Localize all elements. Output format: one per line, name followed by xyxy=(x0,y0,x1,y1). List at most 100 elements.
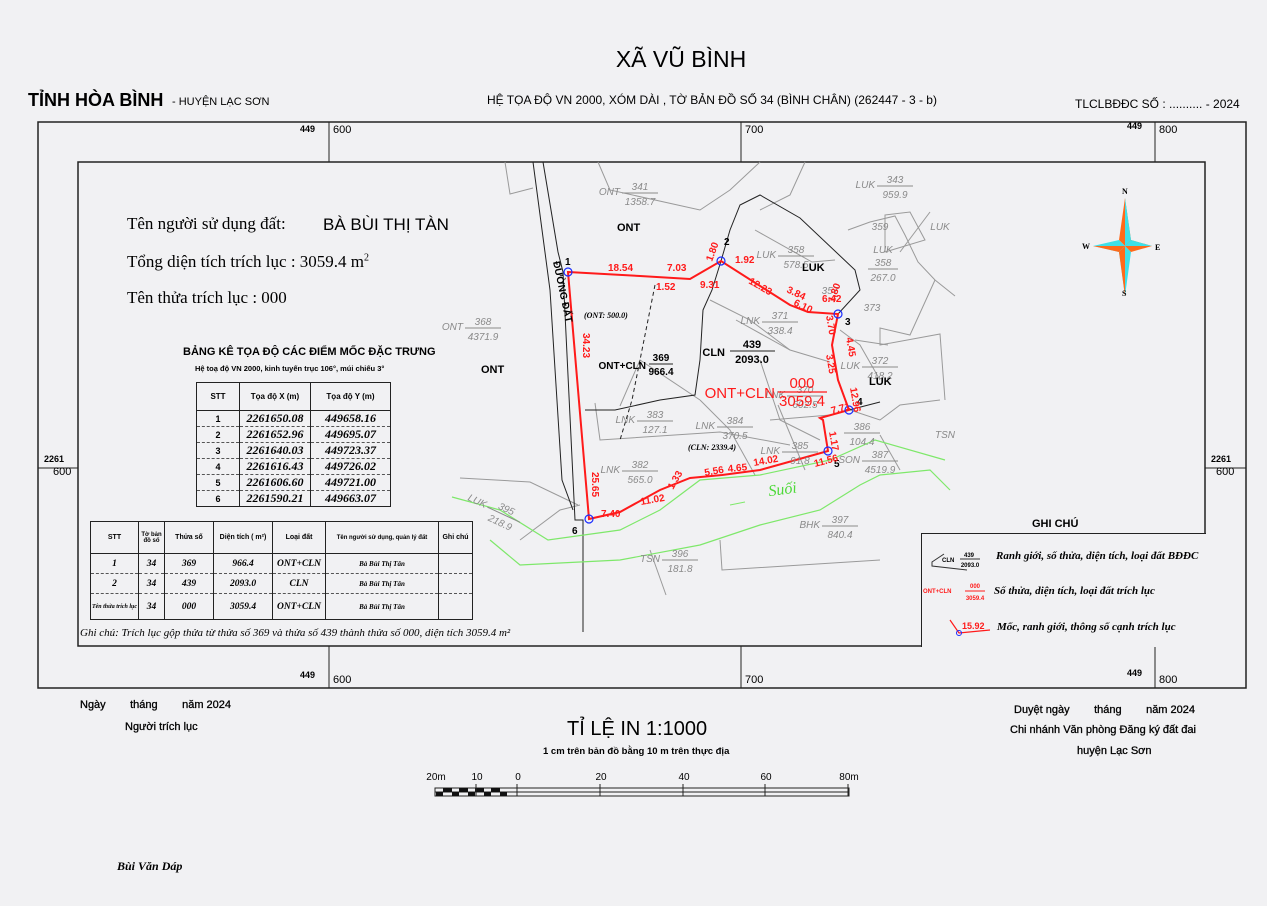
coord-table-title: BẢNG KÊ TỌA ĐỘ CÁC ĐIỂM MỐC ĐẶC TRƯNG xyxy=(183,346,436,358)
parcel-area: 2093.0 xyxy=(735,354,769,366)
table-cell: 369 xyxy=(164,553,214,574)
parcel-type: LUK xyxy=(841,361,862,372)
compass-s: S xyxy=(1122,289,1127,298)
grid-label: 600 xyxy=(1216,466,1234,478)
scale-tick-label: 80m xyxy=(839,772,858,783)
boundary-marker-icon xyxy=(844,405,854,415)
edge-length-label: 1.17 xyxy=(826,431,840,453)
parcel-number: 397 xyxy=(832,515,849,526)
edge-length-label: 7.40 xyxy=(601,509,621,520)
table-cell: 449695.07 xyxy=(310,426,391,443)
edge-length-label: 7.03 xyxy=(667,263,687,274)
scale-tick-label: 20 xyxy=(595,772,607,783)
table-cell: 34 xyxy=(138,573,165,594)
parcel-area: 959.9 xyxy=(882,190,907,201)
grid-label: 700 xyxy=(745,674,763,686)
table-cell: 1 xyxy=(90,553,139,574)
parcel-type: LUK xyxy=(757,250,778,261)
table-cell: 966.4 xyxy=(213,553,273,574)
table-cell: 449663.07 xyxy=(310,490,391,507)
column-header: Ghi chú xyxy=(438,521,473,554)
total-area-text: Tổng diện tích trích lục : 3059.4 m xyxy=(127,252,365,271)
compass-e: E xyxy=(1155,243,1160,252)
legend-item-text: Số thửa, diện tích, loại đất trích lục xyxy=(994,585,1155,597)
boundary-marker-icon xyxy=(716,256,726,266)
edge-length-label: 14.02 xyxy=(753,454,780,469)
parcel-area: 181.8 xyxy=(667,564,692,575)
parcel-number: 385 xyxy=(792,441,809,452)
table-cell: 449721.00 xyxy=(310,474,391,491)
parcel-number: 370 xyxy=(797,385,814,396)
compass-w: W xyxy=(1082,242,1090,251)
grid-label: 449 xyxy=(300,670,315,680)
boundary-point-number: 4 xyxy=(857,397,863,408)
scale-bar: 20m 10 0 20 40 60 80m xyxy=(426,772,859,797)
parcel-label: 357 xyxy=(822,286,839,297)
parcel-number: 439 xyxy=(743,339,761,351)
parcel-type: LNK xyxy=(741,316,762,327)
edge-length-label: 9.31 xyxy=(700,280,720,291)
table-cell: Bà Bùi Thị Tân xyxy=(325,573,439,594)
parcel-number: 372 xyxy=(872,356,889,367)
parcel-table: STT Tờ bản đồ số Thửa số Diện tích ( m²)… xyxy=(90,521,473,620)
legend-item-text: Ranh giới, số thửa, diện tích, loại đất … xyxy=(996,550,1199,562)
parcel-label: 373 xyxy=(864,303,881,314)
boundary-point-number: 2 xyxy=(724,237,730,248)
target-parcel-type: ONT+CLN xyxy=(705,385,775,402)
scale-subtitle: 1 cm trên bản đồ bằng 10 m trên thực địa xyxy=(543,746,730,757)
column-header: Diện tích ( m²) xyxy=(213,521,273,554)
parcel-type: LNK xyxy=(696,421,717,432)
table-cell xyxy=(438,573,473,594)
table-cell: 2 xyxy=(90,573,139,594)
parcel-type: LNK xyxy=(601,465,622,476)
grid-label: 800 xyxy=(1159,674,1177,686)
stream-banks xyxy=(451,439,951,566)
parcel-number: 357 xyxy=(822,286,839,297)
compass-rose-icon: N S W E xyxy=(1082,187,1160,298)
parcel-type: CLN xyxy=(702,347,725,359)
province-title: TỈNH HÒA BÌNH xyxy=(28,90,164,110)
table-cell: 449658.16 xyxy=(310,410,391,427)
parcel-type: TSN xyxy=(935,430,956,441)
approver-district: huyện Lạc Sơn xyxy=(1077,745,1152,757)
table-cell: 1 xyxy=(196,410,240,427)
table-cell: 34 xyxy=(138,593,165,620)
legend-item-text: Mốc, ranh giới, thông số cạnh trích lục xyxy=(997,621,1176,633)
land-type-label: LUK xyxy=(802,262,825,274)
outer-frame xyxy=(37,121,1247,689)
column-header: Tọa độ X (m) xyxy=(239,382,311,411)
edge-length-label: 5.56 xyxy=(704,465,726,479)
parcel-area: 840.4 xyxy=(827,530,852,541)
table-cell: 3 xyxy=(196,442,240,459)
parcel-type: LUK xyxy=(873,245,894,256)
compass-n: N xyxy=(1122,187,1128,196)
legend-symbols: CLN 439 2093.0 ONT+CLN 000 3059.4 15.92 xyxy=(923,553,991,636)
parcel-note: Ghi chú: Trích lục gộp thửa từ thửa số 3… xyxy=(80,627,511,639)
parcel-number: 383 xyxy=(647,410,664,421)
edge-length-label: 7.71 xyxy=(830,401,852,417)
parcel-number: 369 xyxy=(653,353,670,364)
scale-tick-label: 60 xyxy=(760,772,772,783)
column-header: Tờ bản đồ số xyxy=(138,521,165,554)
table-cell: Bà Bùi Thị Tân xyxy=(325,593,439,620)
land-user-label: Tên người sử dụng đất: xyxy=(127,214,286,233)
edge-length-label: 18.54 xyxy=(608,263,633,274)
edge-length-label: 12.23 xyxy=(747,276,775,298)
inner-frame xyxy=(77,161,1206,647)
parcel-number: 358 xyxy=(875,258,892,269)
legend-title: GHI CHÚ xyxy=(1032,518,1079,530)
scale-title: TỈ LỆ IN 1:1000 xyxy=(567,718,708,740)
parcel-area: 4519.9 xyxy=(865,465,896,476)
column-header: Thửa số xyxy=(164,521,214,554)
coord-table-subtitle: Hệ toạ độ VN 2000, kinh tuyến trục 106°,… xyxy=(195,364,385,373)
table-cell: 449726.02 xyxy=(310,458,391,475)
